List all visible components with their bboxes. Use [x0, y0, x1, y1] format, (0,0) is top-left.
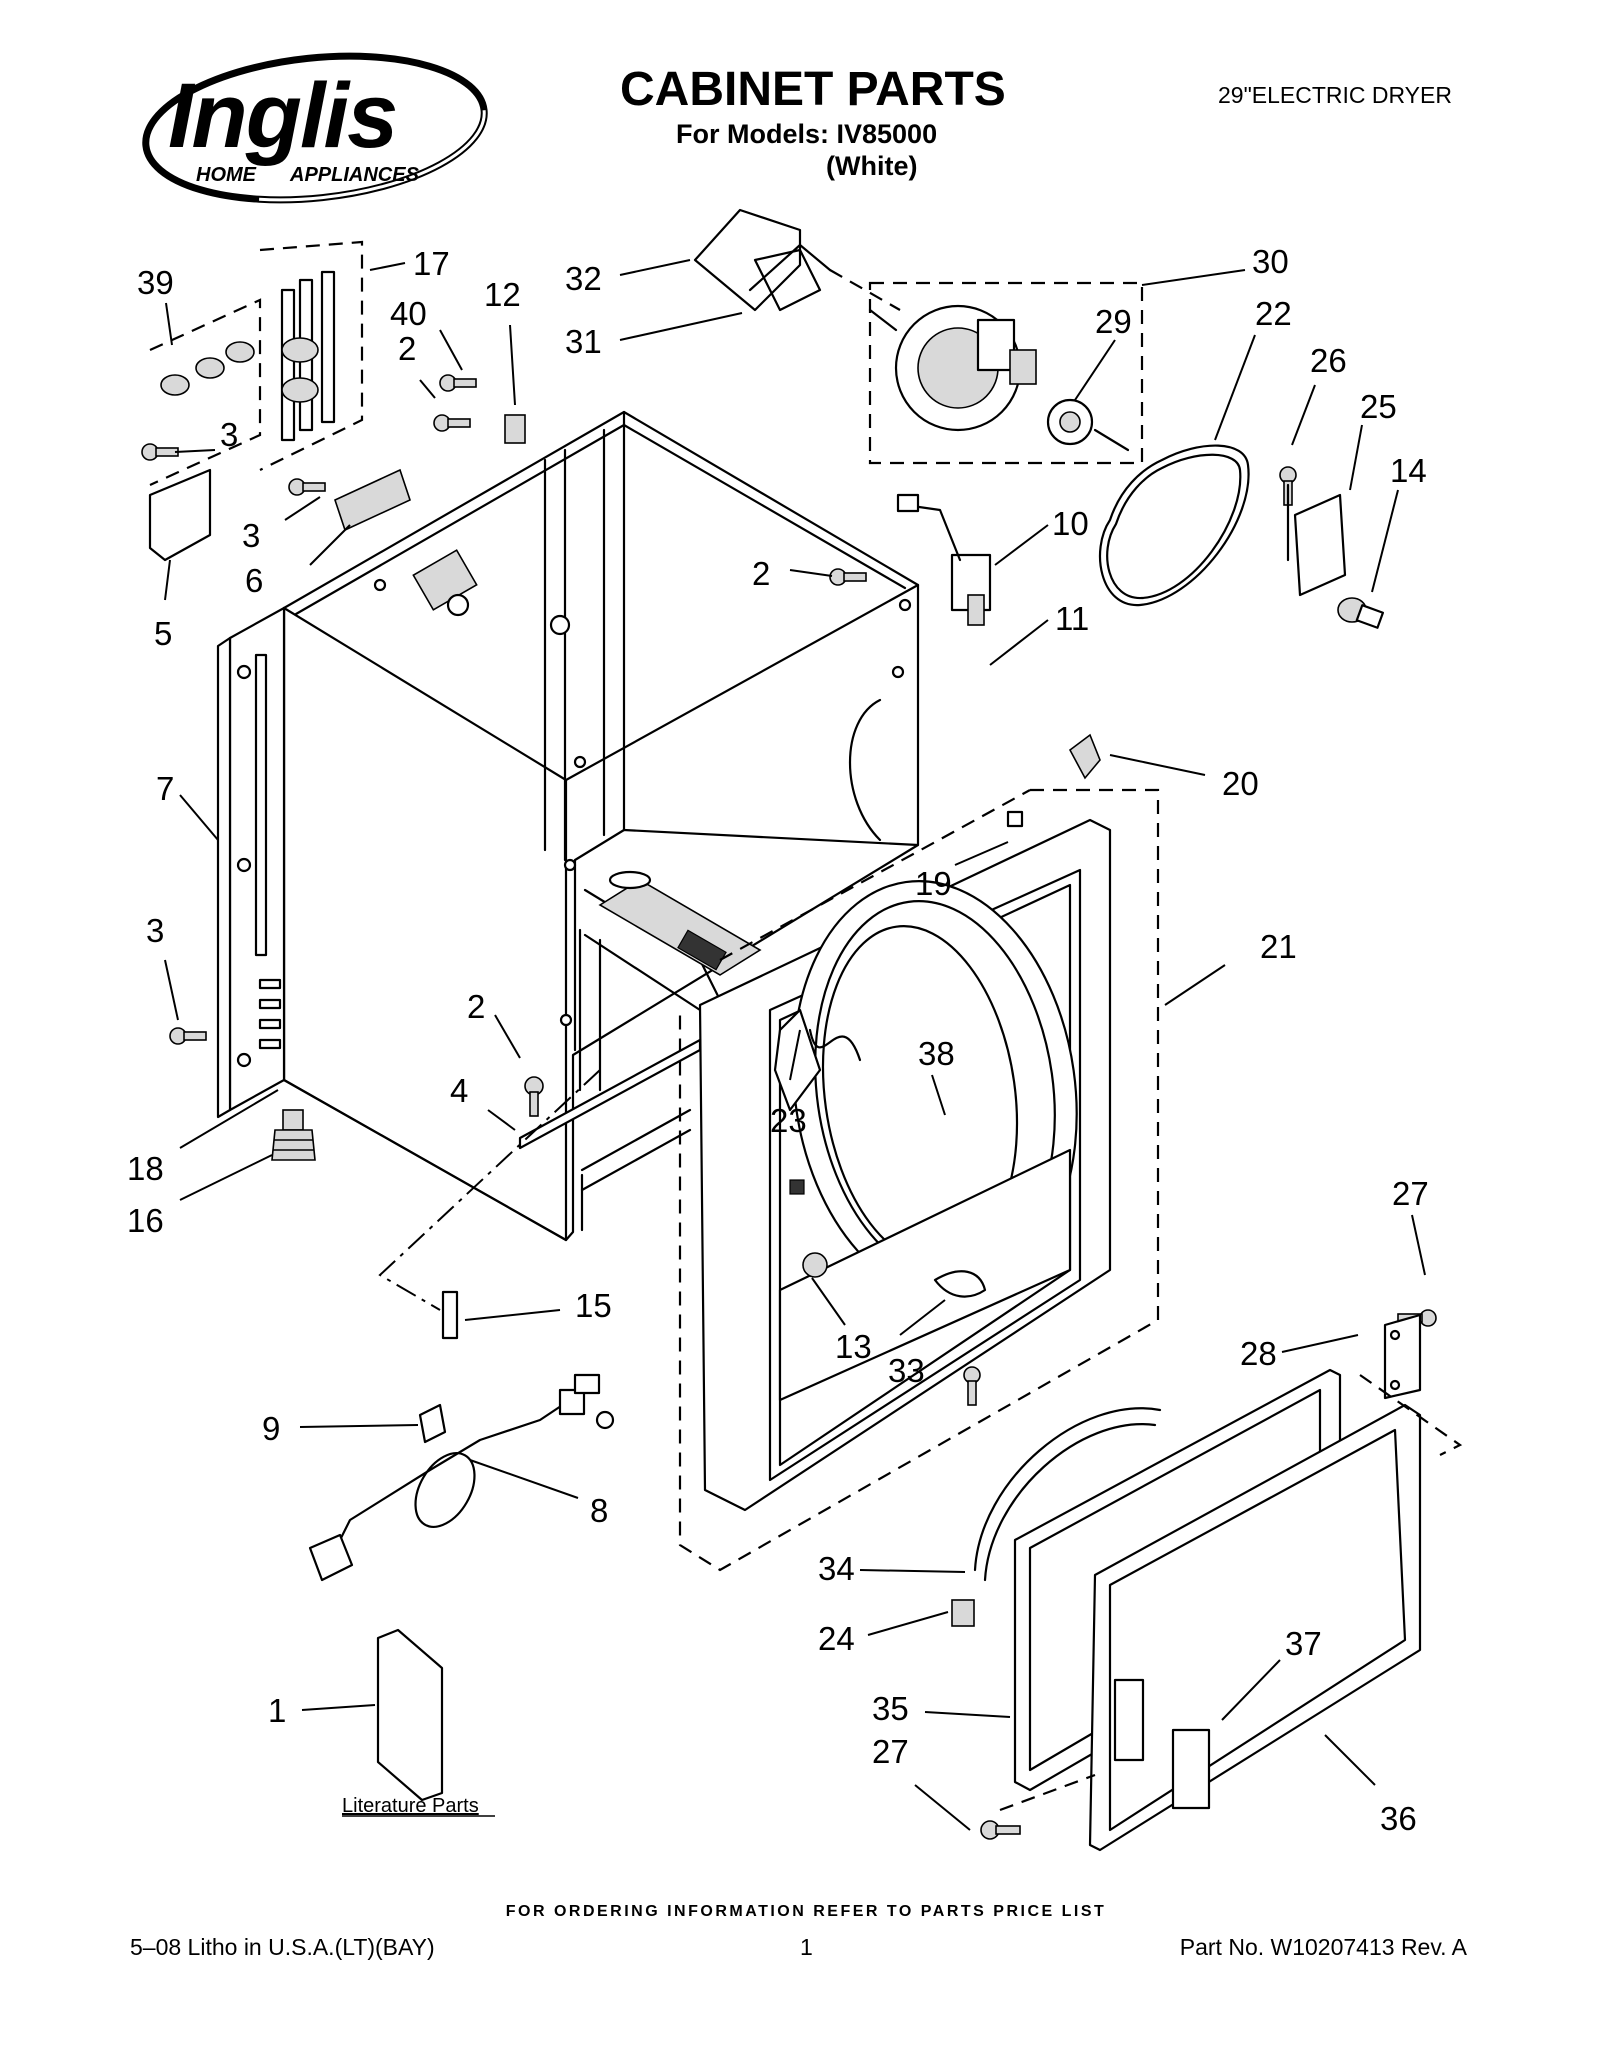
door-assembly	[951, 1313, 1422, 1852]
front-panel-envelope	[678, 788, 1160, 1572]
front-panel	[698, 818, 1112, 1512]
callout-7: 7	[156, 770, 174, 807]
motor-mount	[693, 208, 832, 312]
callout-10: 10	[1052, 505, 1089, 542]
callout-16: 16	[127, 1202, 164, 1239]
callout-labels: 39 17 40 12 2 3 3 6 5 32 31 30 29 22 26 …	[127, 243, 1429, 1837]
models-label: For Models: IV85000	[676, 119, 937, 149]
door-catch	[933, 1270, 987, 1298]
callout-29: 29	[1095, 303, 1132, 340]
product-label: 29"ELECTRIC DRYER	[1218, 82, 1452, 108]
callout-19: 19	[915, 865, 952, 902]
callout-13: 13	[835, 1328, 872, 1365]
callout-3: 3	[220, 416, 238, 453]
callout-20: 20	[1222, 765, 1259, 802]
callout-36: 36	[1380, 1800, 1417, 1837]
callout-21: 21	[1260, 928, 1297, 965]
callout-22: 22	[1255, 295, 1292, 332]
callout-12: 12	[484, 276, 521, 313]
duct-bracket	[148, 468, 212, 562]
brand-sub-appliances: APPLIANCES	[289, 164, 420, 186]
wire-clips-group	[149, 240, 364, 487]
callout-5: 5	[154, 615, 172, 652]
callout-31: 31	[565, 323, 602, 360]
callout-25: 25	[1360, 388, 1397, 425]
brand-name: Inglis	[168, 65, 396, 167]
drive-belt	[1098, 444, 1250, 607]
callout-17: 17	[413, 245, 450, 282]
callout-26: 26	[1310, 342, 1347, 379]
callout-39: 39	[137, 264, 174, 301]
callout-2: 2	[398, 330, 416, 367]
callout-28: 28	[1240, 1335, 1277, 1372]
callout-4: 4	[450, 1072, 468, 1109]
callout-8: 8	[590, 1492, 608, 1529]
front-clip	[1006, 810, 1024, 828]
callout-38: 38	[918, 1035, 955, 1072]
door-switch	[896, 493, 992, 626]
idler-pulley	[1337, 597, 1385, 629]
callout-3: 3	[146, 912, 164, 949]
callout-15: 15	[575, 1287, 612, 1324]
callout-24: 24	[818, 1620, 855, 1657]
callout-33: 33	[888, 1352, 925, 1389]
callout-3: 3	[242, 517, 260, 554]
idler-bracket	[1293, 493, 1347, 597]
callout-2: 2	[752, 555, 770, 592]
callout-35: 35	[872, 1690, 909, 1727]
brand-logo: Inglis HOME APPLIANCES	[142, 52, 488, 204]
literature-parts-label: Literature Parts	[342, 1795, 479, 1817]
callout-30: 30	[1252, 243, 1289, 280]
leader-lines	[164, 259, 1426, 1831]
power-cord	[308, 1373, 615, 1582]
page-number: 1	[800, 1934, 813, 1960]
callout-40: 40	[390, 295, 427, 332]
callout-1: 1	[268, 1692, 286, 1729]
part-number: Part No. W10207413 Rev. A	[1180, 1934, 1468, 1960]
brand-sub-home: HOME	[196, 164, 257, 186]
color-label: (White)	[826, 151, 917, 181]
callout-27: 27	[872, 1733, 909, 1770]
callout-14: 14	[1390, 452, 1427, 489]
callout-9: 9	[262, 1410, 280, 1447]
literature-parts-book	[376, 1628, 444, 1802]
callout-11: 11	[1055, 600, 1089, 637]
terminal-block	[334, 468, 411, 532]
callout-2: 2	[467, 988, 485, 1025]
callout-23: 23	[770, 1102, 807, 1139]
ordering-notice: FOR ORDERING INFORMATION REFER TO PARTS …	[506, 1903, 1107, 1920]
door-strike	[441, 1290, 459, 1340]
callout-32: 32	[565, 260, 602, 297]
litho-info: 5–08 Litho in U.S.A.(LT)(BAY)	[130, 1934, 435, 1960]
drive-motor	[868, 304, 1130, 452]
callout-37: 37	[1285, 1625, 1322, 1662]
cabinet-body	[282, 410, 920, 1242]
motor-envelope	[868, 281, 1144, 465]
callout-27: 27	[1392, 1175, 1429, 1212]
callout-34: 34	[818, 1550, 855, 1587]
hole-plug	[1068, 733, 1101, 780]
page-title: CABINET PARTS	[620, 63, 1006, 116]
thermal-clip	[504, 414, 526, 444]
side-panel	[216, 606, 286, 1119]
leveling-leg	[271, 1109, 316, 1161]
callout-18: 18	[127, 1150, 164, 1187]
callout-6: 6	[245, 562, 263, 599]
